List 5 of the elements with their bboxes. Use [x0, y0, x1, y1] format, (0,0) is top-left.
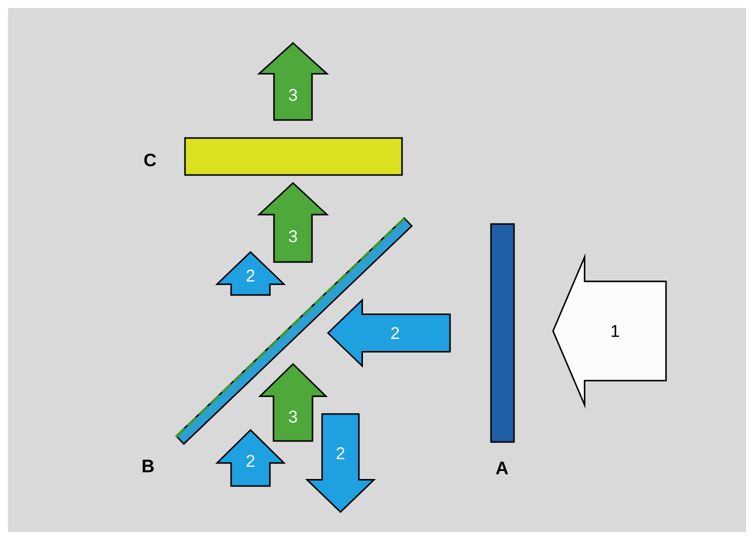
plate-label: B	[142, 460, 154, 472]
plate-label: A	[496, 462, 508, 474]
plate-label: C	[144, 154, 156, 166]
plate	[184, 137, 403, 176]
plate	[490, 223, 515, 443]
